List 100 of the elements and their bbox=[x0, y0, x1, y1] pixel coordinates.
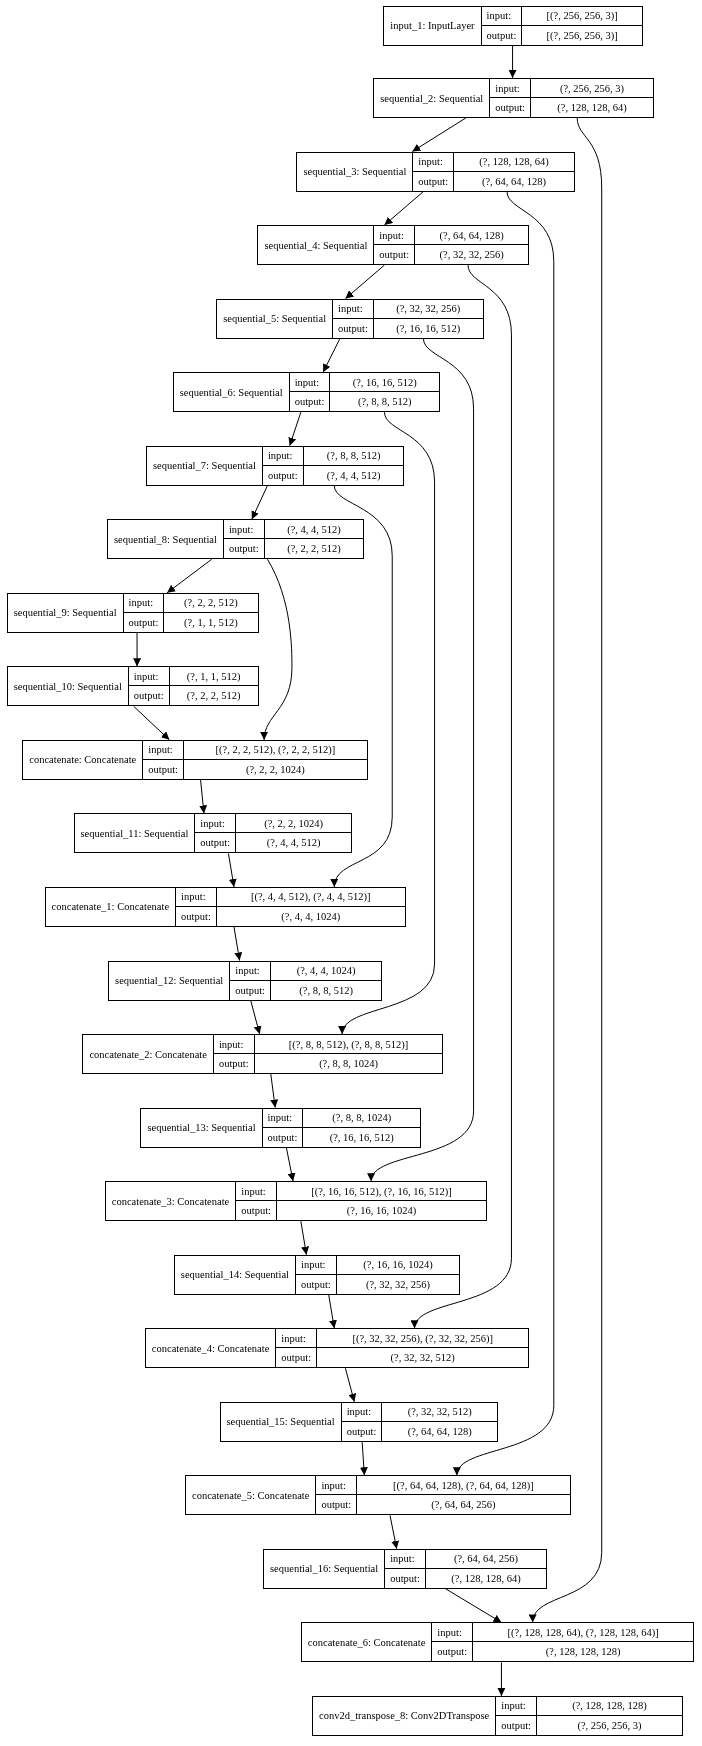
arrow bbox=[288, 411, 302, 447]
layer-box bbox=[145, 445, 405, 486]
layer-box bbox=[144, 1328, 530, 1369]
shape-value: (?, 256, 256, 3) bbox=[559, 82, 625, 94]
shape-value: (?, 2, 2, 512) bbox=[186, 690, 241, 702]
layer-box bbox=[104, 1181, 487, 1222]
port-label: output: bbox=[133, 690, 164, 702]
port-label: output: bbox=[379, 249, 410, 261]
layer-box bbox=[312, 1695, 684, 1736]
port-label: input: bbox=[200, 817, 225, 829]
port-label: input: bbox=[338, 303, 363, 315]
arrow bbox=[251, 485, 268, 520]
shape-value: (?, 32, 32, 256) bbox=[396, 303, 461, 315]
port-label: input: bbox=[181, 891, 206, 903]
port-label: output: bbox=[294, 396, 325, 408]
port-label: output: bbox=[437, 1646, 468, 1658]
shape-value: (?, 32, 32, 256) bbox=[365, 1278, 431, 1290]
shape-value: [(?, 32, 32, 256), (?, 32, 32, 256)] bbox=[352, 1332, 493, 1344]
layer-name: sequential_10: Sequential bbox=[13, 680, 122, 692]
port-label: output: bbox=[501, 1719, 531, 1731]
layer-name: sequential_6: Sequential bbox=[179, 386, 283, 398]
shape-value: (?, 128, 128, 64) bbox=[479, 156, 549, 168]
layer-box bbox=[73, 813, 353, 854]
layer-name: conv2d_transpose_8: Conv2DTranspose bbox=[319, 1710, 490, 1722]
shape-value: [(?, 64, 64, 128), (?, 64, 64, 128)] bbox=[393, 1479, 534, 1491]
shape-value: (?, 4, 4, 512) bbox=[326, 469, 381, 481]
shape-value: (?, 64, 64, 256) bbox=[431, 1499, 496, 1511]
shape-value: [(?, 256, 256, 3)] bbox=[546, 29, 618, 41]
arrow bbox=[359, 1441, 368, 1476]
port-label: output: bbox=[346, 1425, 377, 1437]
port-label: input: bbox=[267, 450, 293, 462]
arrow bbox=[497, 1661, 506, 1697]
layer-box bbox=[140, 1107, 422, 1148]
port-label: output: bbox=[495, 102, 525, 113]
shape-value: (?, 64, 64, 128) bbox=[439, 229, 504, 241]
arrow bbox=[530, 117, 603, 1623]
layer-name: sequential_7: Sequential bbox=[152, 460, 256, 472]
port-label: output: bbox=[418, 175, 449, 187]
shape-value: (?, 128, 128, 128) bbox=[545, 1646, 621, 1658]
port-label: output: bbox=[218, 1058, 249, 1070]
layer-name: sequential_4: Sequential bbox=[264, 239, 368, 251]
shape-value: (?, 2, 2, 512) bbox=[287, 543, 341, 555]
layer-name: input_1: InputLayer bbox=[390, 20, 475, 32]
shape-value: (?, 1, 1, 512) bbox=[186, 670, 241, 682]
shape-value: (?, 16, 16, 512) bbox=[329, 1131, 394, 1143]
shape-value: [(?, 4, 4, 512), (?, 4, 4, 512)] bbox=[250, 891, 371, 903]
layer-box bbox=[6, 666, 259, 707]
shape-value: (?, 64, 64, 128) bbox=[481, 175, 547, 187]
shape-value: [(?, 128, 128, 64), (?, 128, 128, 64)] bbox=[507, 1626, 659, 1638]
port-label: input: bbox=[133, 670, 159, 682]
layer-box bbox=[383, 5, 643, 46]
shape-value: (?, 8, 8, 512) bbox=[326, 450, 381, 462]
shape-value: (?, 2, 2, 512) bbox=[184, 597, 238, 609]
arrow bbox=[344, 264, 385, 300]
shape-value: (?, 4, 4, 512) bbox=[266, 837, 321, 849]
arrow bbox=[250, 1000, 262, 1035]
arrow bbox=[322, 338, 341, 373]
port-label: input: bbox=[379, 229, 404, 241]
port-label: input: bbox=[301, 1259, 326, 1271]
layer-box bbox=[219, 1401, 499, 1442]
layer-box bbox=[44, 886, 406, 927]
shape-value: (?, 16, 16, 512) bbox=[396, 322, 461, 334]
layer-name: concatenate_1: Concatenate bbox=[51, 901, 170, 913]
shape-value: (?, 64, 64, 128) bbox=[407, 1425, 472, 1437]
port-label: input: bbox=[294, 376, 320, 388]
layer-name: sequential_5: Sequential bbox=[223, 313, 327, 325]
layer-box bbox=[300, 1622, 695, 1663]
layer-name: concatenate_2: Concatenate bbox=[89, 1048, 207, 1060]
shape-value: (?, 16, 16, 1024) bbox=[346, 1205, 417, 1217]
port-label: input: bbox=[218, 1038, 244, 1050]
port-label: input: bbox=[281, 1332, 306, 1344]
shape-value: (?, 8, 8, 1024) bbox=[332, 1112, 392, 1124]
layer-name: sequential_3: Sequential bbox=[303, 166, 407, 178]
layer-box bbox=[172, 372, 441, 413]
arrow bbox=[340, 411, 436, 1035]
port-label: input: bbox=[228, 523, 254, 535]
shape-value: [(?, 256, 256, 3)] bbox=[546, 10, 618, 22]
layer-name: sequential_15: Sequential bbox=[226, 1416, 335, 1428]
shape-value: (?, 2, 2, 1024) bbox=[264, 817, 324, 829]
layer-box bbox=[184, 1475, 571, 1516]
port-label: output: bbox=[228, 543, 259, 555]
port-label: output: bbox=[267, 469, 298, 481]
port-label: output: bbox=[321, 1499, 352, 1511]
layer-box bbox=[173, 1254, 461, 1295]
shape-value: [(?, 16, 16, 512), (?, 16, 16, 512)] bbox=[311, 1185, 452, 1197]
shape-value: (?, 8, 8, 1024) bbox=[319, 1058, 379, 1070]
shape-value: (?, 2, 2, 1024) bbox=[245, 763, 305, 775]
arrow bbox=[389, 1514, 400, 1550]
layer-name: concatenate_6: Concatenate bbox=[307, 1636, 426, 1648]
arrow bbox=[412, 264, 512, 1329]
port-label: output: bbox=[390, 1572, 420, 1584]
port-label: output: bbox=[235, 984, 266, 996]
port-label: input: bbox=[128, 597, 154, 609]
arrow bbox=[133, 705, 170, 741]
port-label: output: bbox=[281, 1352, 312, 1364]
layer-name: sequential_9: Sequential bbox=[13, 607, 117, 619]
arrow bbox=[270, 1073, 279, 1109]
shape-value: (?, 32, 32, 256) bbox=[439, 249, 504, 261]
shape-value: (?, 8, 8, 512) bbox=[299, 984, 353, 996]
arrow bbox=[455, 191, 555, 1476]
